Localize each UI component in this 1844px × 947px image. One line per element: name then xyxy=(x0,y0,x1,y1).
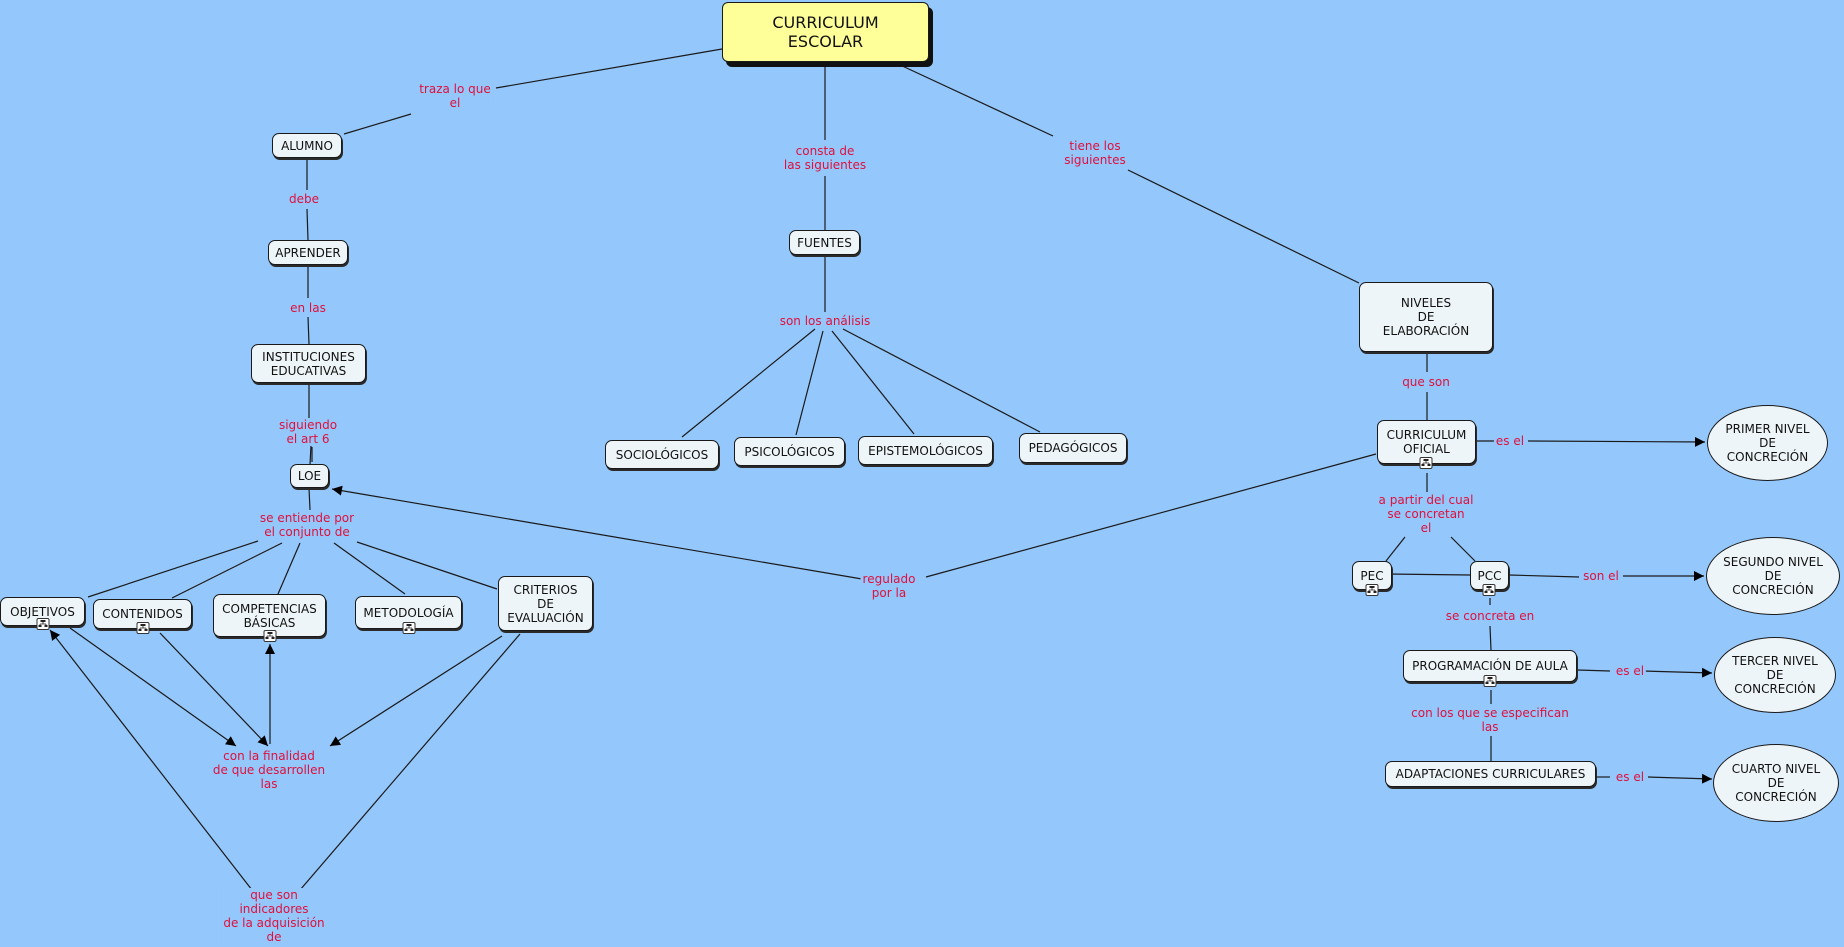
resource-icon-competencias[interactable] xyxy=(263,630,277,642)
link-que-son[interactable]: que son xyxy=(1400,375,1452,389)
resource-icon-curriculum-oficial[interactable] xyxy=(1419,457,1433,469)
node-instituciones-educativas[interactable]: INSTITUCIONES EDUCATIVAS xyxy=(251,344,366,383)
link-son-los-analisis[interactable]: son los análisis xyxy=(777,314,873,328)
node-programacion-aula[interactable]: PROGRAMACIÓN DE AULA xyxy=(1403,650,1577,682)
node-fuentes[interactable]: FUENTES xyxy=(789,230,860,255)
link-en-las[interactable]: en las xyxy=(288,301,328,315)
resource-icon-pec[interactable] xyxy=(1365,584,1379,596)
link-traza-lo-que-el[interactable]: traza lo que el xyxy=(417,82,493,110)
node-niveles-elaboracion[interactable]: NIVELES DE ELABORACIÓN xyxy=(1359,282,1493,352)
resource-icon-objetivos[interactable] xyxy=(36,618,50,630)
link-es-el-primer[interactable]: es el xyxy=(1493,434,1527,448)
node-primer-nivel[interactable]: PRIMER NIVEL DE CONCRECIÓN xyxy=(1707,405,1828,481)
link-que-son-indicadores[interactable]: que son indicadores de la adquisición de xyxy=(221,888,327,944)
node-alumno[interactable]: ALUMNO xyxy=(272,133,342,158)
link-se-entiende-por[interactable]: se entiende por el conjunto de xyxy=(257,511,357,539)
link-a-partir-del-cual[interactable]: a partir del cual se concretan el xyxy=(1376,493,1476,535)
node-cuarto-nivel[interactable]: CUARTO NIVEL DE CONCRECIÓN xyxy=(1713,744,1839,822)
link-tiene-los-siguientes[interactable]: tiene los siguientes xyxy=(1062,139,1128,167)
node-adaptaciones-curriculares[interactable]: ADAPTACIONES CURRICULARES xyxy=(1385,761,1596,787)
resource-icon-metodologia[interactable] xyxy=(402,622,416,634)
node-tercer-nivel[interactable]: TERCER NIVEL DE CONCRECIÓN xyxy=(1714,637,1836,713)
node-segundo-nivel[interactable]: SEGUNDO NIVEL DE CONCRECIÓN xyxy=(1706,537,1840,615)
link-debe[interactable]: debe xyxy=(287,192,321,206)
link-consta-de[interactable]: consta de las siguientes xyxy=(781,144,869,172)
node-psicologicos[interactable]: PSICOLÓGICOS xyxy=(734,437,845,466)
resource-icon-contenidos[interactable] xyxy=(136,622,150,634)
link-siguiendo-el-art-6[interactable]: siguiendo el art 6 xyxy=(276,418,340,446)
link-es-el-cuarto[interactable]: es el xyxy=(1613,770,1647,784)
node-pec[interactable]: PEC xyxy=(1352,561,1392,590)
resource-icon-pcc[interactable] xyxy=(1482,584,1496,596)
node-sociologicos[interactable]: SOCIOLÓGICOS xyxy=(605,440,719,469)
node-curriculum-oficial[interactable]: CURRICULUM OFICIAL xyxy=(1377,420,1476,464)
node-aprender[interactable]: APRENDER xyxy=(268,240,348,265)
node-competencias-basicas[interactable]: COMPETENCIAS BÁSICAS xyxy=(213,594,326,637)
node-epistemologicos[interactable]: EPISTEMOLÓGICOS xyxy=(858,436,993,465)
link-es-el-tercer[interactable]: es el xyxy=(1613,664,1647,678)
link-regulado-por-la[interactable]: regulado por la xyxy=(860,572,918,600)
resource-icon-programacion[interactable] xyxy=(1483,675,1497,687)
node-criterios-evaluacion[interactable]: CRITERIOS DE EVALUACIÓN xyxy=(498,576,593,631)
link-con-la-finalidad[interactable]: con la finalidad de que desarrollen las xyxy=(210,749,328,791)
node-curriculum-escolar[interactable]: CURRICULUM ESCOLAR xyxy=(722,2,929,62)
node-contenidos[interactable]: CONTENIDOS xyxy=(93,599,192,629)
node-loe[interactable]: LOE xyxy=(290,464,329,488)
link-son-el[interactable]: son el xyxy=(1581,569,1621,583)
link-se-concreta-en[interactable]: se concreta en xyxy=(1443,609,1537,623)
link-con-los-que[interactable]: con los que se especifican las xyxy=(1409,706,1571,734)
node-pcc[interactable]: PCC xyxy=(1470,561,1509,590)
node-pedagogicos[interactable]: PEDAGÓGICOS xyxy=(1019,433,1127,463)
